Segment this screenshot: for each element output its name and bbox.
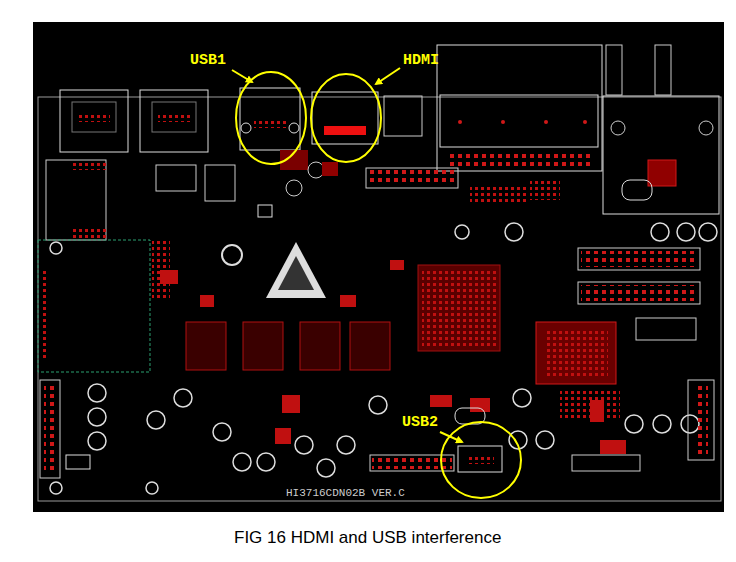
callout-label: HDMI	[403, 52, 439, 69]
silkscreen-text: HI3716CDN02B VER.C	[286, 487, 405, 499]
callout-label: USB1	[190, 52, 226, 69]
figure-caption: FIG 16 HDMI and USB interference	[234, 528, 501, 548]
callout-label: USB2	[402, 414, 438, 431]
